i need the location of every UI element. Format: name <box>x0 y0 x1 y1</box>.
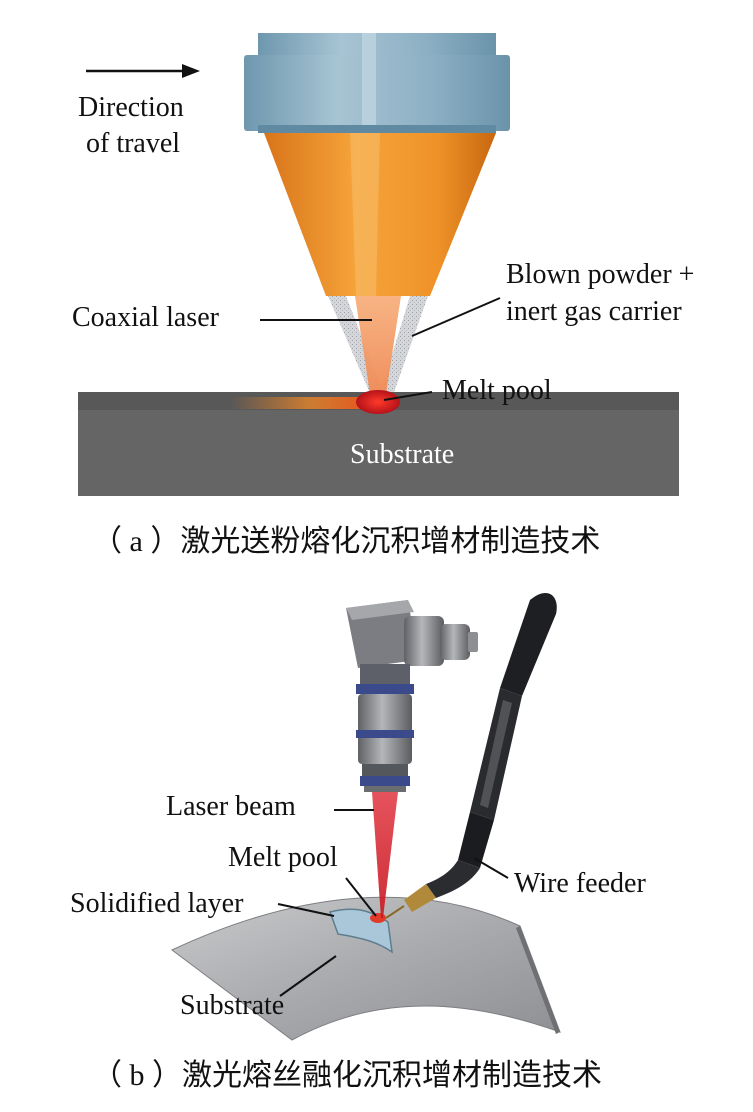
nozzle-cap <box>244 33 510 133</box>
caption-a: （ a ）激光送粉熔化沉积增材制造技术 <box>92 525 600 558</box>
wire-feeder-label: Wire feeder <box>514 868 646 899</box>
direction-label-line1: Direction <box>78 92 184 123</box>
substrate-label-a: Substrate <box>350 439 454 470</box>
melt-pool-label-b: Melt pool <box>228 842 338 873</box>
panel-b: Laser beam Melt pool Solidified layer Wi… <box>70 592 646 1092</box>
nozzle-cone <box>264 133 496 296</box>
melt-pool-b <box>370 913 386 923</box>
caption-b: （ b ）激光熔丝融化沉积增材制造技术 <box>92 1059 602 1092</box>
wire-feeder <box>385 592 557 919</box>
melt-pool-leader-a <box>383 391 433 401</box>
laser-beam <box>372 792 398 918</box>
coaxial-laser-label: Coaxial laser <box>72 302 220 333</box>
blown-powder-label-line1: Blown powder + <box>506 259 694 290</box>
wire-feeder-leader <box>473 857 509 879</box>
solidified-layer-label: Solidified layer <box>70 888 244 919</box>
panel-a: Direction of travel Substrate <box>72 33 694 558</box>
substrate-label-b: Substrate <box>180 990 284 1021</box>
solidified-layer-leader <box>277 903 335 917</box>
laser-beam-label: Laser beam <box>166 791 296 822</box>
substrate-leader-b <box>279 955 337 997</box>
laser-head <box>346 600 478 792</box>
direction-label-line2: of travel <box>86 128 180 159</box>
curved-substrate <box>171 896 561 1041</box>
deposit-trail <box>230 397 360 409</box>
powder-leader <box>411 297 501 337</box>
direction-arrow <box>86 64 200 78</box>
melt-pool-a <box>356 390 400 414</box>
melt-pool-leader-b <box>345 877 377 917</box>
blown-powder-label-line2: inert gas carrier <box>506 296 682 327</box>
melt-pool-label-a: Melt pool <box>442 375 552 406</box>
powder-stream-right <box>380 296 428 398</box>
